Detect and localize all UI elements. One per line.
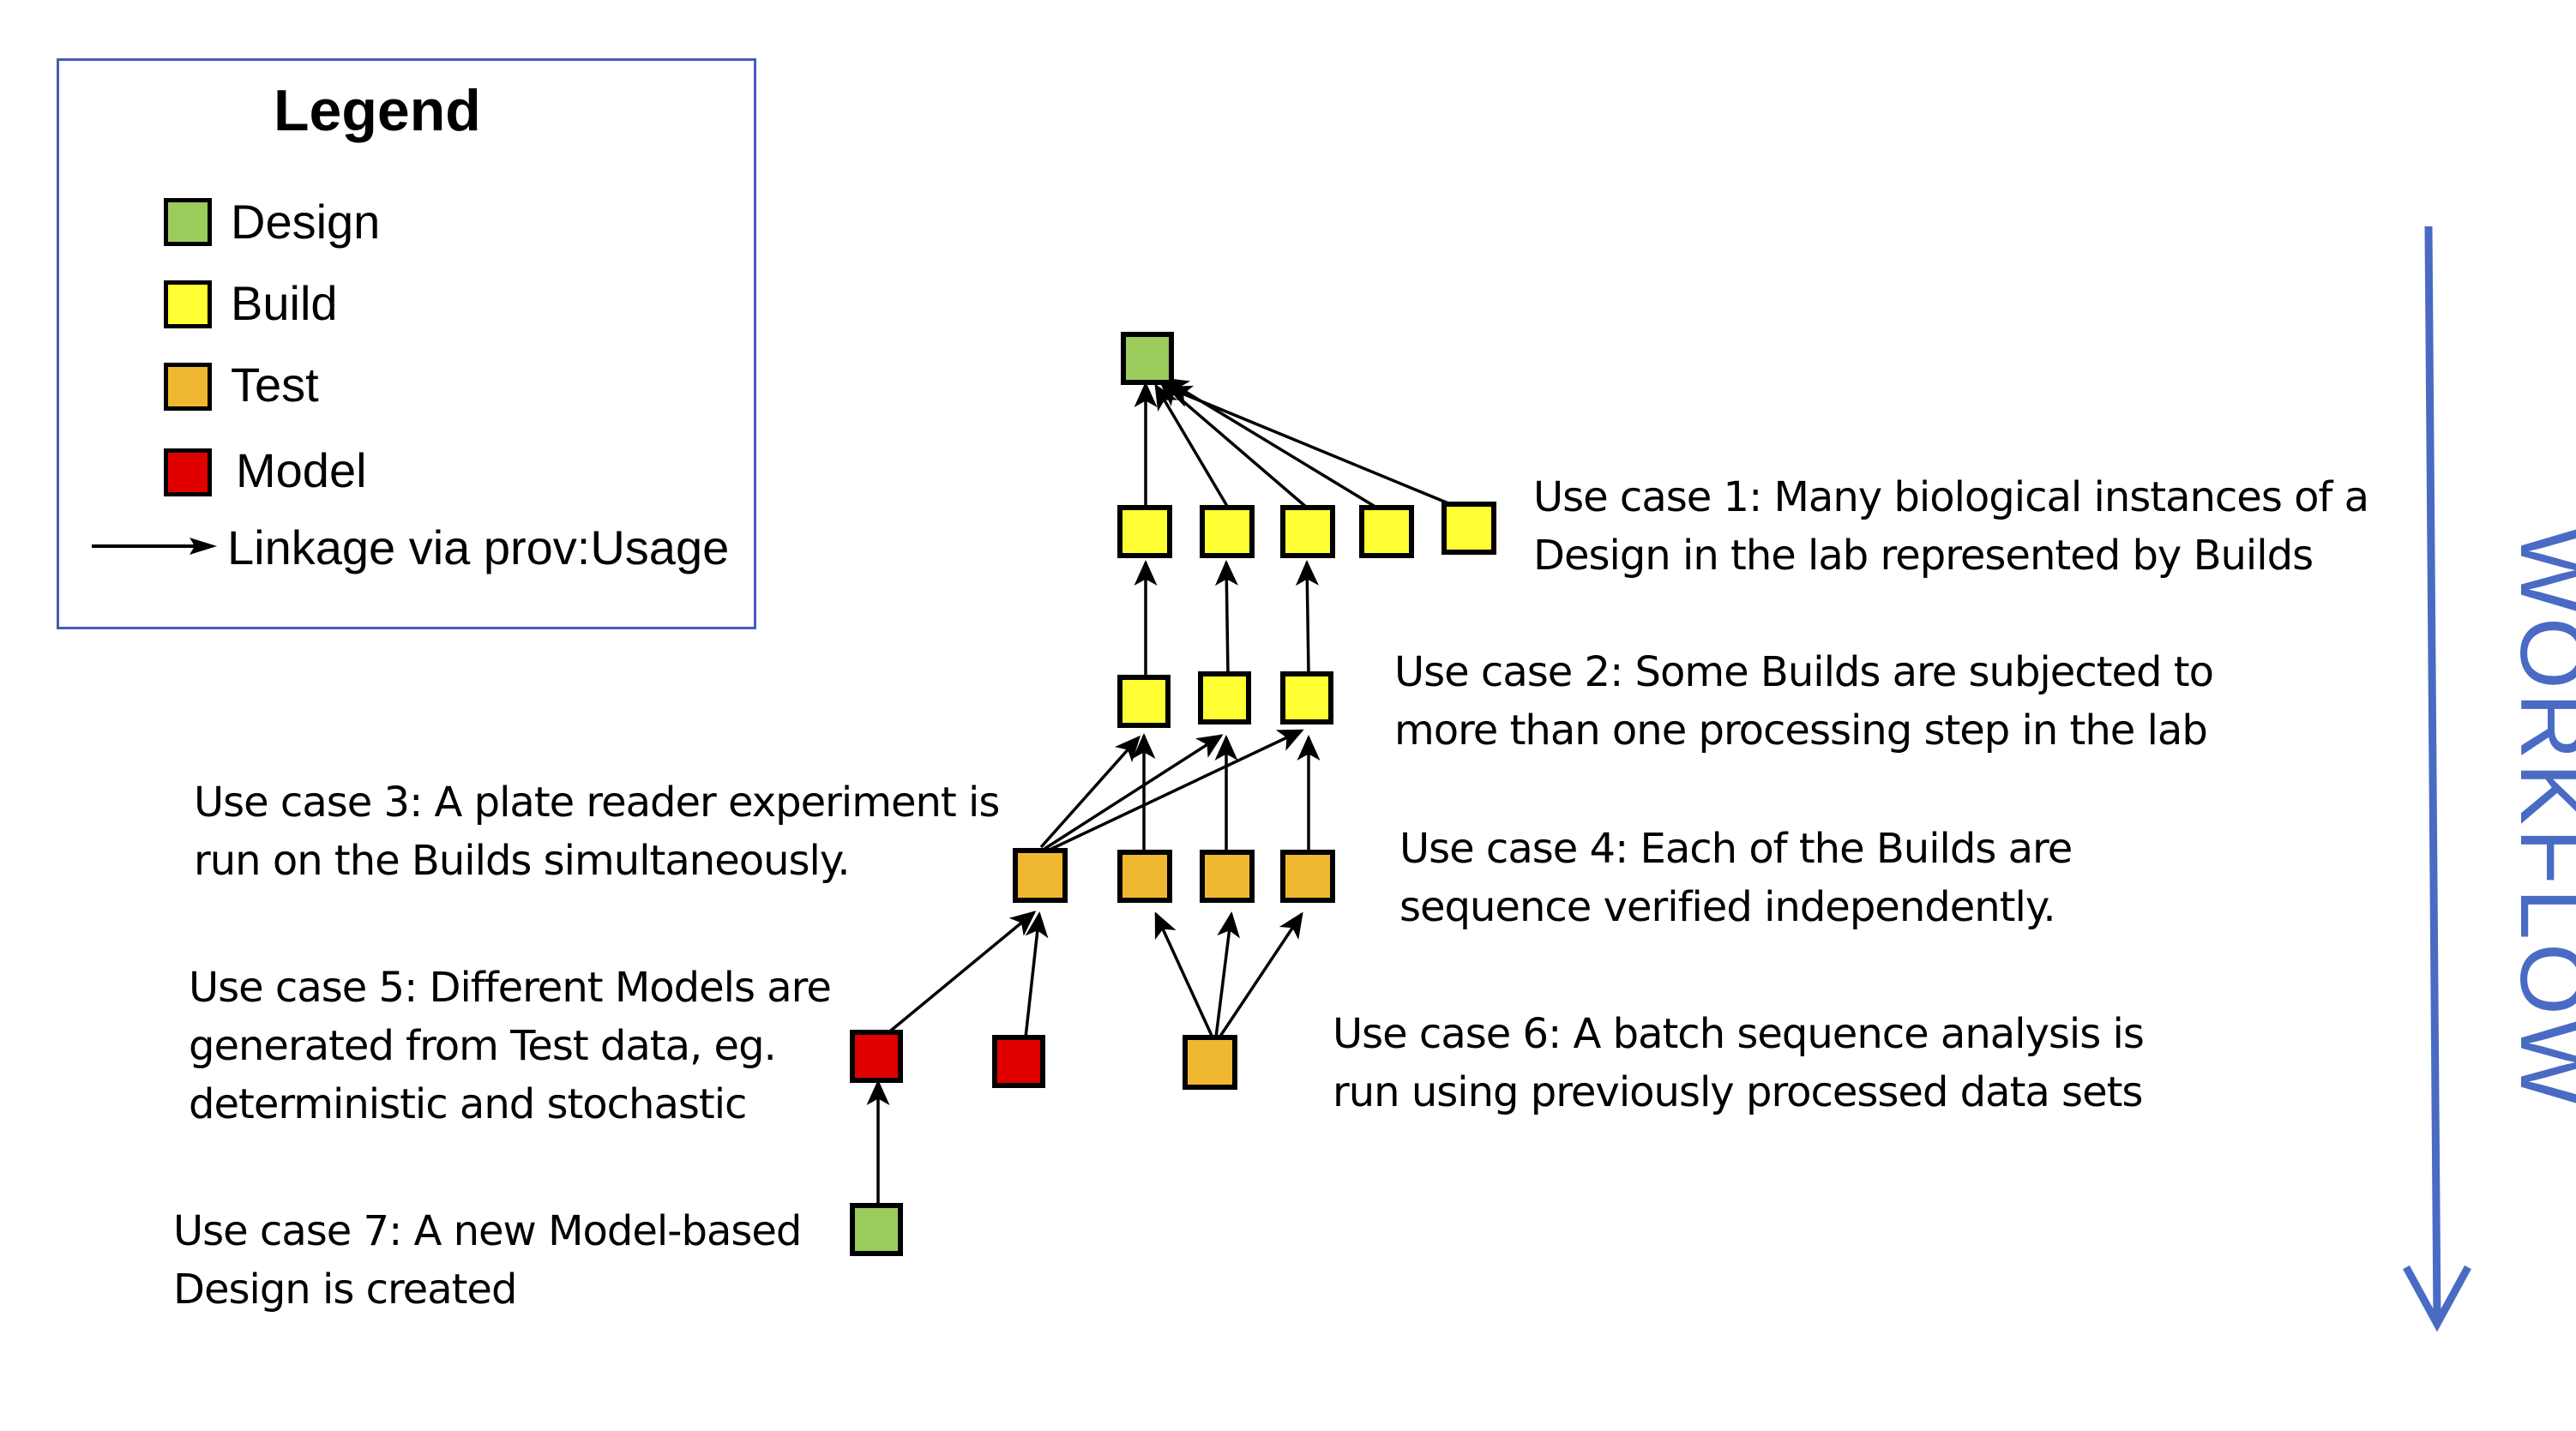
legend-label-test: Test [231,358,319,412]
caption-use-case-5: Use case 5: Different Models are generat… [189,959,832,1133]
caption-use-case-1: Use case 1: Many biological instances of… [1533,468,2369,585]
links-batch-analysis [1154,911,1303,1038]
links-sequence-verify [1132,733,1321,852]
links-plate-reader [1039,729,1304,852]
caption-use-case-6: Use case 6: A batch sequence analysis is… [1333,1005,2145,1121]
legend-label-model: Model [236,443,367,497]
node-test-seq-1 [1117,850,1172,903]
links-builds-to-design [1134,377,1464,513]
caption-use-case-7: Use case 7: A new Model-based Design is … [173,1202,802,1319]
node-build-5 [1441,502,1496,555]
workflow-arrow-icon [2403,225,2471,1332]
links-builds-step2 [1134,560,1319,677]
caption-use-case-5-line3: deterministic and stochastic [189,1080,747,1128]
legend-arrow-icon [92,538,217,555]
caption-use-case-7-line1: Use case 7: A new Model-based [173,1207,802,1255]
caption-use-case-5-line2: generated from Test data, eg. [189,1022,777,1070]
legend-title: Legend [274,78,481,143]
caption-use-case-2-line2: more than one processing step in the lab [1394,706,2208,755]
caption-use-case-5-line1: Use case 5: Different Models are [189,964,832,1012]
caption-use-case-4-line2: sequence verified independently. [1399,883,2056,931]
legend-swatch-build [164,280,212,328]
caption-use-case-7-line2: Design is created [173,1266,517,1314]
legend-label-build: Build [231,276,338,330]
legend: Legend Design Build Test Model Linkage v… [57,58,756,629]
node-design-new [850,1203,903,1256]
legend-label-design: Design [231,195,381,249]
caption-use-case-2-line1: Use case 2: Some Builds are subjected to [1394,648,2214,696]
legend-swatch-test [164,363,212,411]
node-test-batch [1183,1035,1237,1090]
node-build-1 [1117,505,1172,558]
node-build-3 [1280,505,1335,558]
caption-use-case-6-line2: run using previously processed data sets [1333,1068,2143,1116]
caption-use-case-3-line2: run on the Builds simultaneously. [194,837,851,885]
caption-use-case-3: Use case 3: A plate reader experiment is… [194,773,1000,890]
node-test-seq-3 [1280,850,1335,903]
legend-swatch-model [164,448,212,496]
caption-use-case-2: Use case 2: Some Builds are subjected to… [1394,643,2214,760]
node-build-step2-2 [1198,671,1251,725]
legend-swatch-design [164,198,212,246]
node-design-root [1121,332,1174,385]
node-build-step2-1 [1117,675,1171,728]
caption-use-case-3-line1: Use case 3: A plate reader experiment is [194,779,1000,827]
caption-use-case-4-line1: Use case 4: Each of the Builds are [1399,825,2073,873]
caption-use-case-6-line1: Use case 6: A batch sequence analysis is [1333,1010,2145,1058]
legend-label-linkage: Linkage via prov:Usage [227,520,730,574]
node-test-plate-reader [1013,848,1068,903]
node-model-1 [850,1030,903,1083]
caption-use-case-1-line2: Design in the lab represented by Builds [1533,532,2314,580]
caption-use-case-1-line1: Use case 1: Many biological instances of… [1533,473,2369,521]
links-models [885,911,1049,1038]
workflow-label: WORKFLOW [2501,526,2576,1109]
node-build-step2-3 [1280,671,1333,725]
caption-use-case-4: Use case 4: Each of the Builds are seque… [1399,820,2073,936]
node-model-2 [992,1035,1045,1088]
node-test-seq-2 [1200,850,1255,903]
node-build-2 [1200,505,1255,558]
node-build-4 [1359,505,1414,558]
